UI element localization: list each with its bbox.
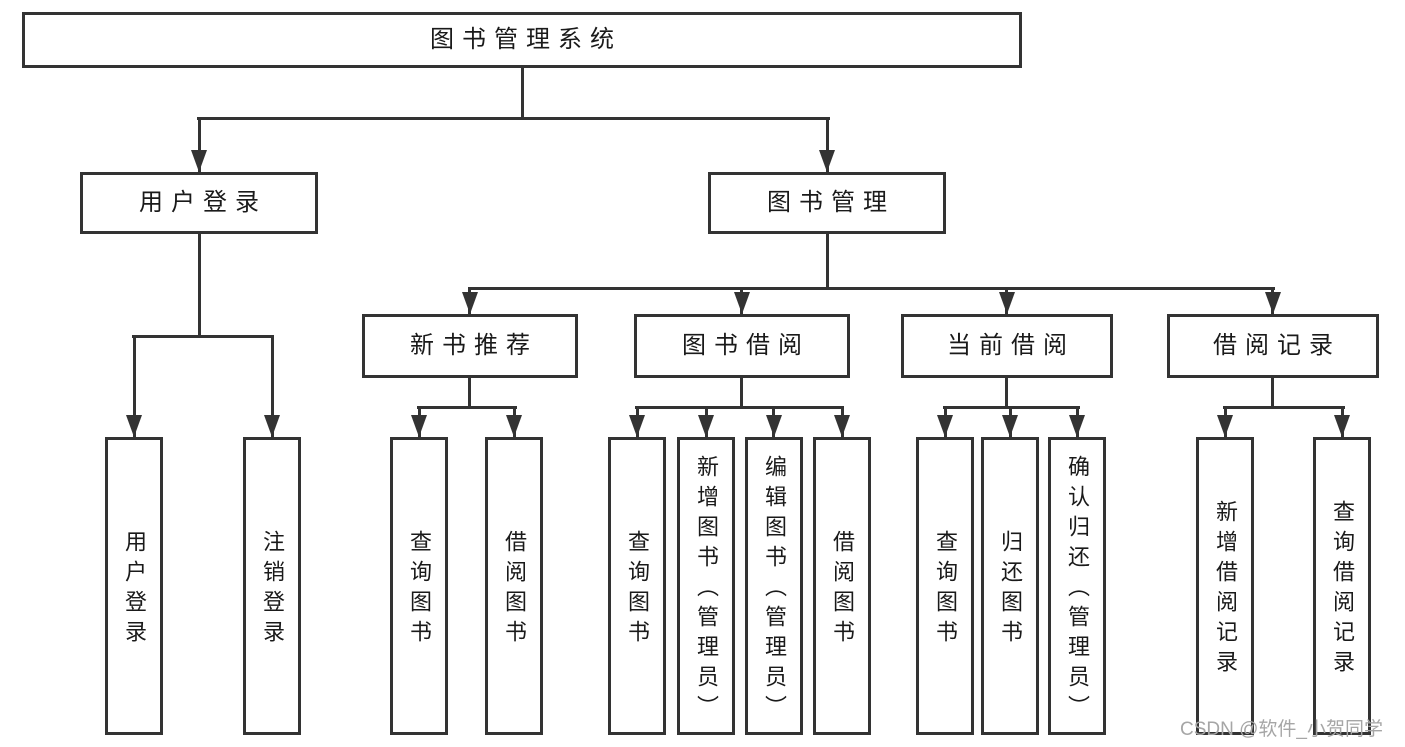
connector-bookmgmt-stem (826, 234, 829, 287)
leaf-query-books-recommend: 查询图书 (390, 437, 448, 735)
node-label: 查询图书 (933, 530, 958, 650)
node-book-management-module: 图书管理 (708, 172, 946, 234)
leaf-query-books-current: 查询图书 (916, 437, 974, 735)
connector-drop-book-mgmt (826, 117, 829, 172)
node-label: 借阅图书 (502, 530, 527, 650)
node-label: 图书管理系统 (430, 26, 622, 53)
connector-arrowhead (819, 150, 835, 172)
connector-arrowhead (1265, 292, 1281, 314)
connector-drop (271, 335, 274, 437)
leaf-borrow-books-recommend: 借阅图书 (485, 437, 543, 735)
connector-bookmgmt-hbar (468, 287, 1275, 290)
node-label: 当前借阅 (947, 332, 1075, 359)
node-label: 注销登录 (260, 530, 285, 650)
node-label: 归还图书 (998, 530, 1023, 650)
connector-arrowhead (834, 415, 850, 437)
connector-arrowhead (698, 415, 714, 437)
node-root-library-system: 图书管理系统 (22, 12, 1022, 68)
connector-arrowhead (1002, 415, 1018, 437)
connector-drop (133, 335, 136, 437)
connector-arrowhead (191, 150, 207, 172)
node-book-borrow: 图书借阅 (634, 314, 850, 378)
connector-arrowhead (766, 415, 782, 437)
node-label: 查询图书 (625, 530, 650, 650)
connector-arrowhead (734, 292, 750, 314)
node-label: 新增图书（管理员） (694, 455, 719, 725)
connector-arrowhead (462, 292, 478, 314)
leaf-return-books: 归还图书 (981, 437, 1039, 735)
node-user-login-module: 用户登录 (80, 172, 318, 234)
leaf-logout: 注销登录 (243, 437, 301, 735)
connector-arrowhead (411, 415, 427, 437)
node-label: 借阅图书 (830, 530, 855, 650)
connector-stem (1271, 378, 1274, 406)
connector-arrowhead (126, 415, 142, 437)
connector-root-hbar (197, 117, 830, 120)
node-new-book-recommend: 新书推荐 (362, 314, 578, 378)
connector-arrowhead (629, 415, 645, 437)
node-label: 图书借阅 (682, 332, 810, 359)
node-label: 编辑图书（管理员） (762, 455, 787, 725)
node-label: 用户登录 (139, 189, 267, 216)
leaf-query-borrow-record: 查询借阅记录 (1313, 437, 1371, 735)
node-label: 查询借阅记录 (1330, 500, 1355, 680)
connector-hbar (635, 406, 844, 409)
node-label: 新增借阅记录 (1213, 500, 1238, 680)
node-label: 新书推荐 (410, 332, 538, 359)
leaf-edit-books-admin: 编辑图书（管理员） (745, 437, 803, 735)
node-label: 借阅记录 (1213, 332, 1341, 359)
leaf-add-borrow-record: 新增借阅记录 (1196, 437, 1254, 735)
connector-userlogin-stem (198, 234, 201, 335)
connector-arrowhead (1217, 415, 1233, 437)
node-borrow-records: 借阅记录 (1167, 314, 1379, 378)
leaf-user-login: 用户登录 (105, 437, 163, 735)
node-label: 确认归还（管理员） (1065, 455, 1090, 725)
connector-arrowhead (506, 415, 522, 437)
connector-drop-user-login (198, 117, 201, 172)
connector-arrowhead (999, 292, 1015, 314)
connector-arrowhead (264, 415, 280, 437)
node-current-borrow: 当前借阅 (901, 314, 1113, 378)
connector-userlogin-hbar (132, 335, 274, 338)
node-label: 用户登录 (122, 530, 147, 650)
connector-stem (740, 378, 743, 406)
connector-stem (468, 378, 471, 406)
connector-root-stem (521, 68, 524, 117)
csdn-watermark: CSDN @软件_小贺同学 (1180, 719, 1383, 740)
connector-arrowhead (1069, 415, 1085, 437)
leaf-borrow-books: 借阅图书 (813, 437, 871, 735)
node-label: 图书管理 (767, 189, 895, 216)
connector-hbar (417, 406, 517, 409)
leaf-add-books-admin: 新增图书（管理员） (677, 437, 735, 735)
connector-arrowhead (1334, 415, 1350, 437)
node-label: 查询图书 (407, 530, 432, 650)
connector-hbar (1223, 406, 1345, 409)
connector-stem (1005, 378, 1008, 406)
leaf-query-books-borrow: 查询图书 (608, 437, 666, 735)
connector-arrowhead (937, 415, 953, 437)
leaf-confirm-return-admin: 确认归还（管理员） (1048, 437, 1106, 735)
